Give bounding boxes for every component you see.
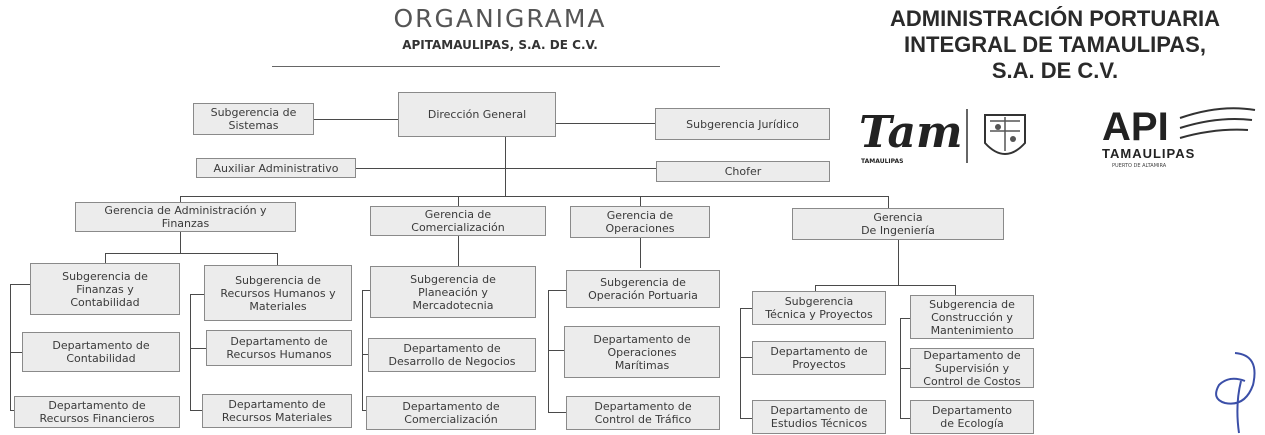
node-departamento-operaciones-maritimas: Departamento de Operaciones Marítimas [564,326,720,378]
connector-line [458,196,459,206]
organization-name-line-1: ADMINISTRACIÓN PORTUARIA [890,6,1220,31]
node-subgerencia-sistemas: Subgerencia de Sistemas [193,103,314,135]
connector-line [900,368,910,369]
node-departamento-recursos-financieros: Departamento de Recursos Financieros [14,396,180,428]
connector-line [277,253,278,265]
connector-line [190,348,206,349]
node-subgerencia-tecnica-proyectos: Subgerencia Técnica y Proyectos [752,291,886,325]
connector-line [10,284,30,285]
connector-line [898,240,899,286]
connector-line [362,410,366,411]
node-departamento-proyectos: Departamento de Proyectos [752,341,886,375]
node-subgerencia-planeacion-mercadotecnia: Subgerencia de Planeación y Mercadotecni… [370,266,536,318]
connector-line [190,410,202,411]
node-departamento-recursos-humanos: Departamento de Recursos Humanos [206,330,352,366]
connector-line [900,318,910,319]
node-departamento-recursos-materiales: Departamento de Recursos Materiales [202,394,352,428]
connector-line [180,196,181,202]
connector-line [180,196,888,197]
organization-name-line-2: INTEGRAL DE TAMAULIPAS, [904,32,1206,57]
connector-line [740,308,752,309]
svg-text:Tam: Tam [859,107,963,158]
connector-line [955,285,956,295]
signature-mark [1215,352,1256,434]
connector-line [740,308,741,418]
connector-line [10,410,14,411]
node-gerencia-ingenieria: Gerencia De Ingeniería [792,208,1004,240]
connector-line [640,238,641,268]
node-subgerencia-recursos-humanos-materiales: Subgerencia de Recursos Humanos y Materi… [204,265,352,321]
tamaulipas-logo: Tam TAMAULIPAS [859,107,1026,165]
node-subgerencia-construccion-mantenimiento: Subgerencia de Construcción y Mantenimie… [910,295,1034,339]
connector-line [10,284,11,410]
connector-line [458,236,459,266]
node-departamento-contabilidad: Departamento de Contabilidad [22,332,180,372]
node-subgerencia-finanzas-contabilidad: Subgerencia de Finanzas y Contabilidad [30,263,180,315]
connector-line [548,290,566,291]
svg-text:PUERTO DE ALTAMIRA: PUERTO DE ALTAMIRA [1112,163,1167,169]
svg-text:API: API [1102,105,1169,149]
node-gerencia-administracion-finanzas: Gerencia de Administración y Finanzas [75,202,296,232]
connector-line [356,168,656,169]
chart-subtitle: APITAMAULIPAS, S.A. DE C.V. [402,38,598,52]
node-chofer: Chofer [656,161,830,182]
node-departamento-control-trafico: Departamento de Control de Tráfico [566,396,720,430]
node-departamento-supervision-control-costos: Departamento de Supervisión y Control de… [910,348,1034,388]
connector-line [362,354,368,355]
connector-line [815,285,816,291]
connector-line [505,120,506,196]
chart-title: ORGANIGRAMA [393,4,607,33]
connector-line [548,350,564,351]
connector-line [105,253,106,263]
connector-line [740,418,752,419]
node-gerencia-comercializacion: Gerencia de Comercialización [370,206,546,236]
connector-line [362,290,370,291]
api-tamaulipas-logo: API TAMAULIPAS PUERTO DE ALTAMIRA [1102,105,1256,169]
connector-line [10,352,22,353]
svg-text:TAMAULIPAS: TAMAULIPAS [1102,146,1195,161]
connector-line [555,123,655,124]
connector-line [548,290,549,412]
connector-line [740,357,752,358]
node-departamento-desarrollo-negocios: Departamento de Desarrollo de Negocios [368,338,536,372]
connector-line [900,418,910,419]
connector-line [888,196,889,208]
node-subgerencia-operacion-portuaria: Subgerencia de Operación Portuaria [566,270,720,308]
connector-line [313,119,398,120]
connector-line [362,290,363,410]
connector-line [548,412,566,413]
node-departamento-estudios-tecnicos: Departamento de Estudios Técnicos [752,400,886,434]
connector-line [815,285,955,286]
organization-name-line-3: S.A. DE C.V. [991,58,1119,83]
connector-line [190,294,191,410]
connector-line [180,232,181,254]
connector-line [190,294,204,295]
node-gerencia-operaciones: Gerencia de Operaciones [570,206,710,238]
connector-line [105,253,277,254]
node-subgerencia-juridico: Subgerencia Jurídico [655,108,830,140]
node-auxiliar-administrativo: Auxiliar Administrativo [196,158,356,178]
svg-text:TAMAULIPAS: TAMAULIPAS [861,158,903,165]
node-departamento-ecologia: Departamento de Ecología [910,400,1034,434]
node-direccion-general: Dirección General [398,92,556,137]
title-divider [272,66,720,67]
connector-line [640,196,641,206]
node-departamento-comercializacion: Departamento de Comercialización [366,396,536,430]
